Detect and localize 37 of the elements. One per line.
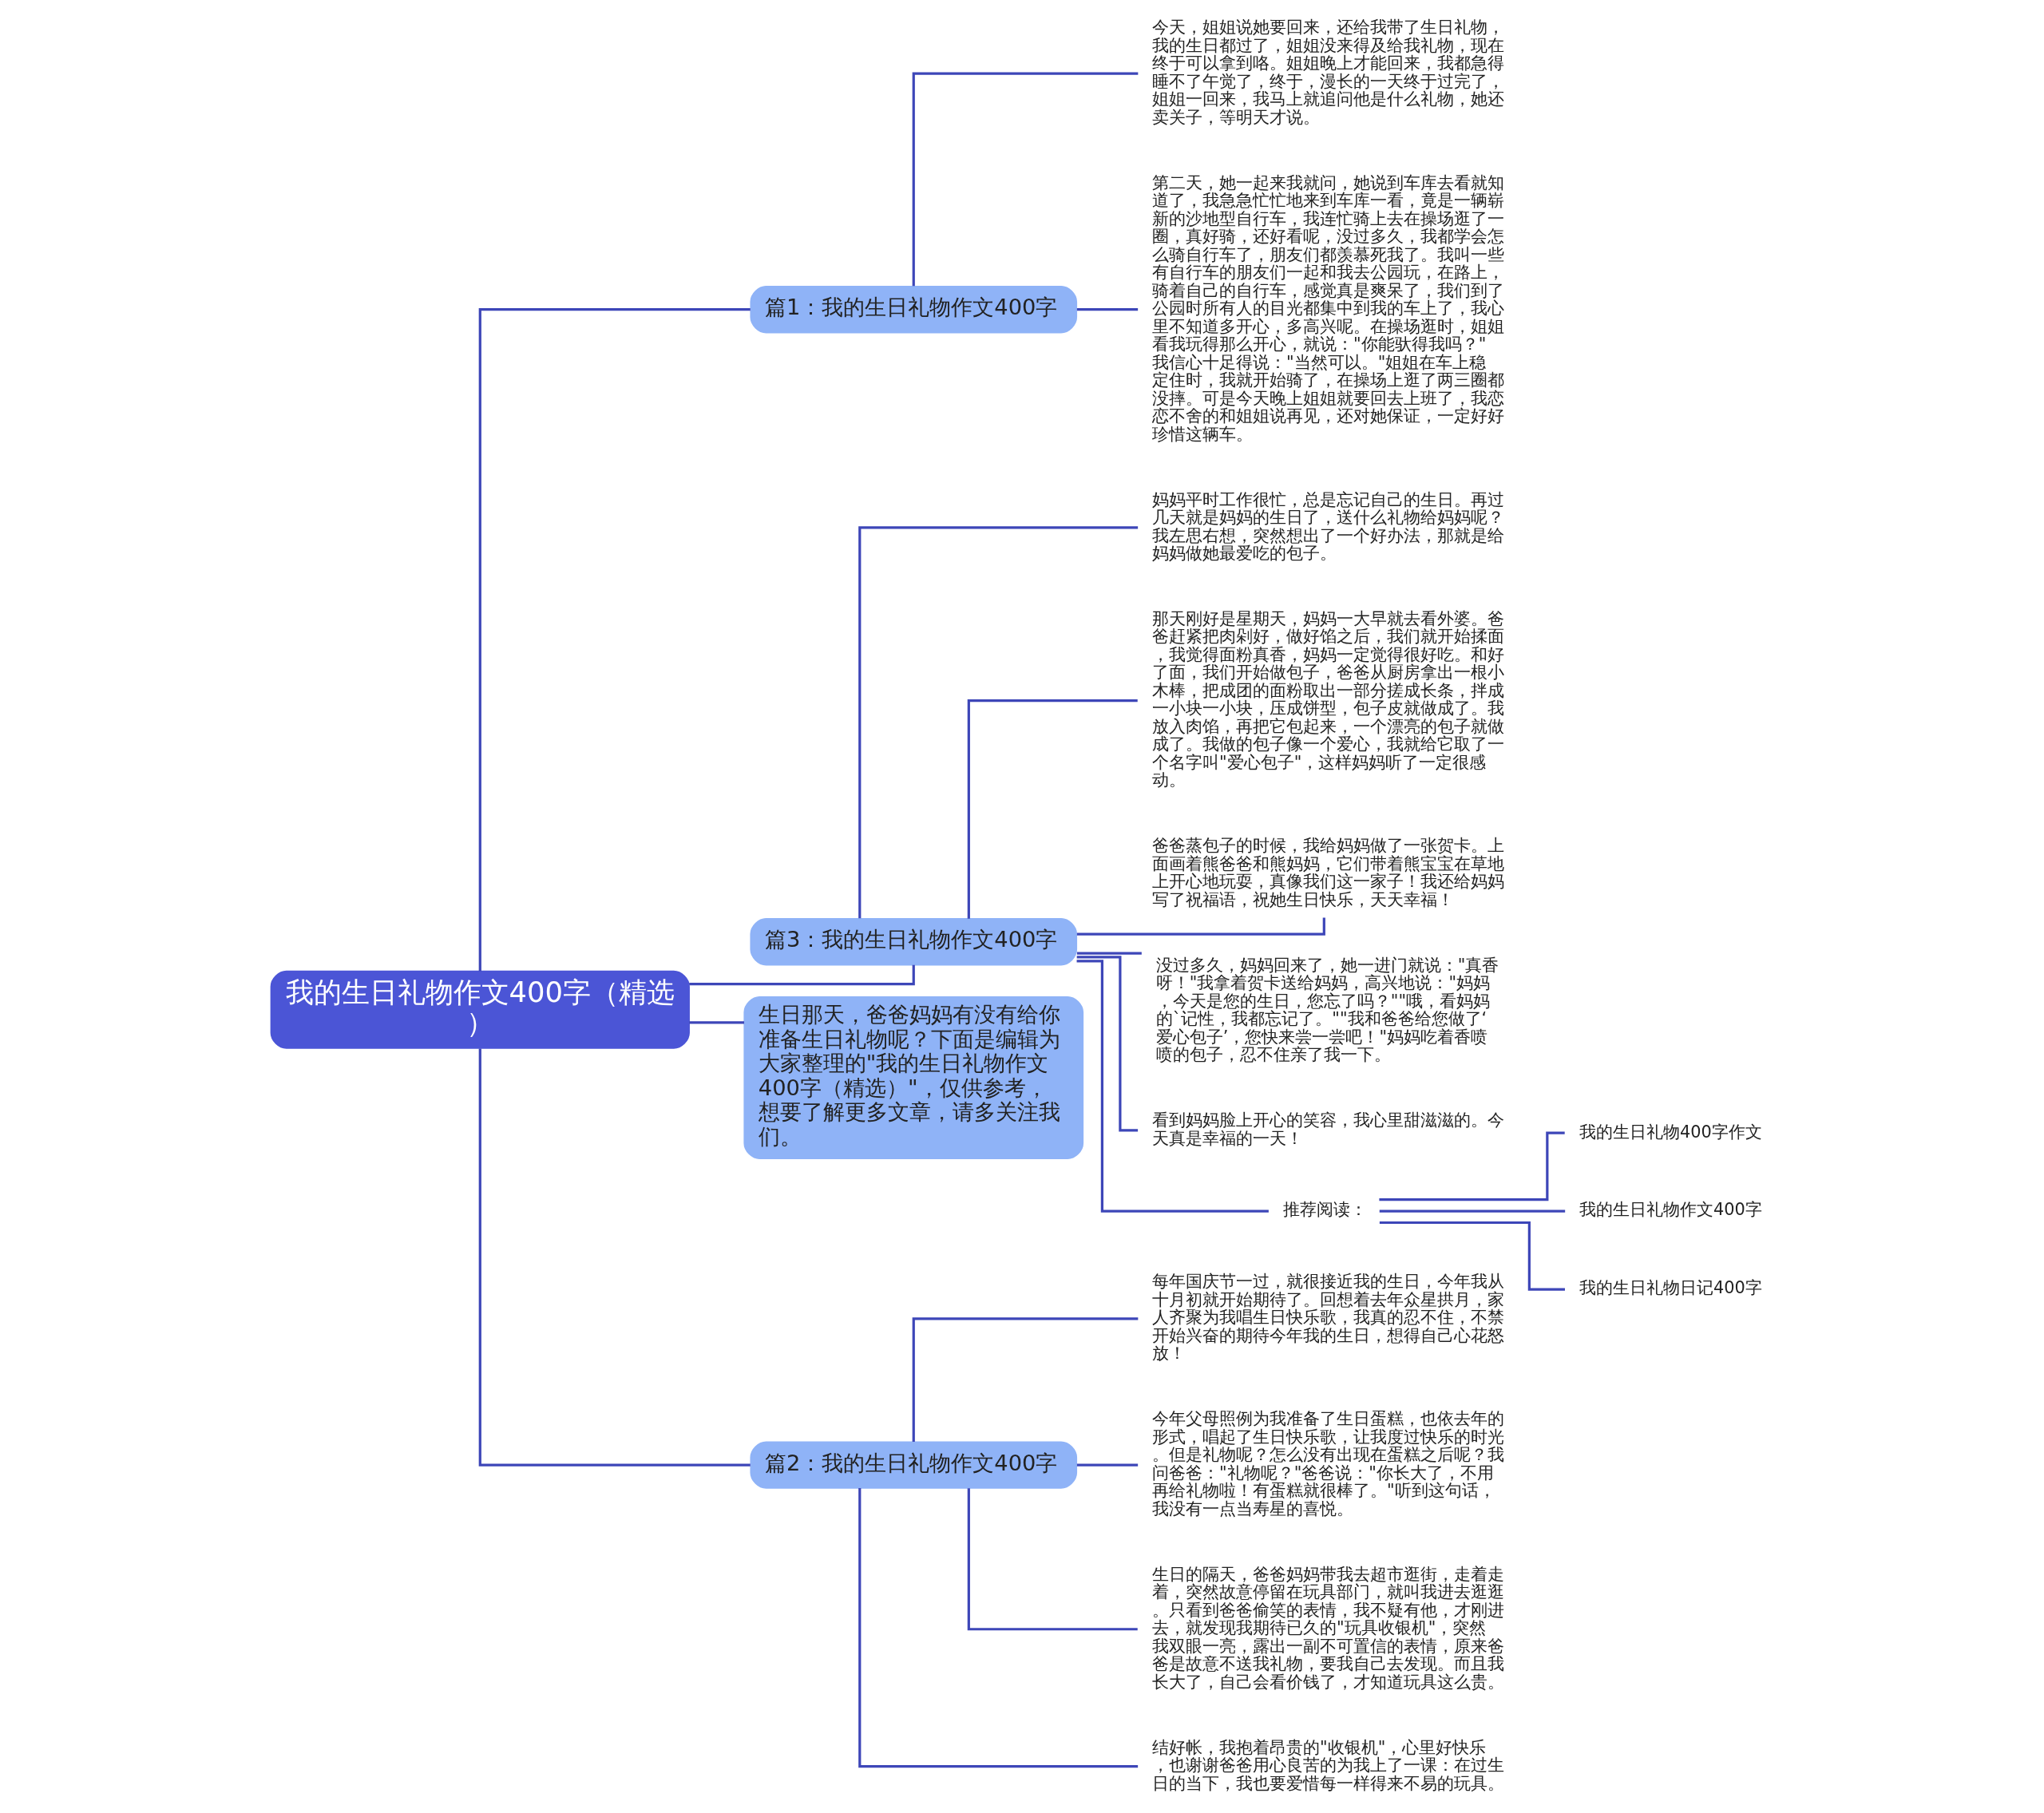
connector — [1379, 1209, 1566, 1213]
node-text: 结好帐，我抱着昂贵的"收银机"，心里好快乐，也谢谢爸爸用心良苦的为我上了一课：在过生日的当下，我也要爱惜每一样得来不易的玩具。 — [1152, 1737, 1505, 1793]
node-box: 我的生日礼物作文400字（精选） — [270, 970, 690, 1049]
node-box: 篇3：我的生日礼物作文400字 — [750, 917, 1078, 966]
connector — [1076, 960, 1269, 1213]
node-text: 那天刚好是星期天，妈妈一大早就去看外婆。爸爸赶紧把肉剁好，做好馅之后，我们就开始揉面，我觉得面粉真香，妈妈一定觉得很好吃。和好了面，我们开始做包子，爸爸从厨房拿出一根小木棒，把成团的面粉取出一部分搓成长条，拌成一小块一小块，压成饼型，包子皮就做成了。我放入肉馅，再把它包起来，一个漂亮的包子就做成了。我做的包子像一个爱心，我就给它取了一个名字叫"爱心包子"，这样妈妈听了一定很感动。 — [1152, 608, 1505, 790]
connector — [478, 1048, 751, 1467]
node-text: 没过多久，妈妈回来了，她一进门就说："真香呀！"我拿着贺卡送给妈妈，高兴地说："妈妈，今天是您的生日，您忘了吗？""哦，看妈妈的`记性，我都忘记了。""我和爸爸给您做了‘爱心包子’，您快来尝一尝吧！"妈妈吃着香喷喷的包子，忍不住亲了我一下。 — [1155, 955, 1499, 1065]
connector — [967, 1488, 1138, 1631]
connector — [858, 526, 1139, 919]
node-box: 篇2：我的生日礼物作文400字 — [750, 1441, 1078, 1489]
node-text: 每年国庆节一过，就很接近我的生日，今年我从十月初就开始期待了。回想着去年众星拱月，家人齐聚为我唱生日快乐歌，我真的忍不住，不禁开始兴奋的期待今年我的生日，想得自己心花怒放！ — [1152, 1272, 1505, 1364]
connector — [1379, 1221, 1565, 1291]
node-text: 今年父母照例为我准备了生日蛋糕，也依去年的形式，唱起了生日快乐歌，让我度过快乐的时光。但是礼物呢？怎么没有出现在蛋糕之后呢？我问爸爸："礼物呢？"爸爸说："你长大了，不用再给礼物啦！有蛋糕就很棒了。"听到这句话，我没有一点当寿星的喜悦。 — [1152, 1409, 1505, 1518]
node-text: 第二天，她一起来我就问，她说到车库去看就知道了，我急急忙忙地来到车库一看，竟是一辆崭新的沙地型自行车，我连忙骑上去在操场逛了一圈，真好骑，还好看呢，没过多久，我都学会怎么骑自行车了，朋友们都羡慕死我了。我叫一些有自行车的朋友们一起和我去公园玩，在路上，骑着自己的自行车，感觉真是爽呆了，我们到了公园时所有人的目光都集中到我的车上了，我心里不知道多开心，多高兴呢。在操场逛时，姐姐看我玩得那么开心，就说："你能驮得我吗？"我信心十足得说："当然可以。"姐姐在车上稳定住时，我就开始骑了，在操场上逛了两三圈都没摔。可是今天晚上姐姐就要回去上班了，我恋恋不舍的和姐姐说再见，还对她保证，一定好好珍惜这辆车。 — [1152, 172, 1505, 444]
connector — [1076, 308, 1139, 311]
connector — [967, 699, 1138, 919]
connector — [478, 308, 751, 972]
node-text: 妈妈平时工作很忙，总是忘记自己的生日。再过几天就是妈妈的生日了，送什么礼物给妈妈呢？我左思右想，突然想出了一个好办法，那就是给妈妈做她最爱吃的包子。 — [1152, 489, 1505, 563]
connector — [1076, 952, 1142, 955]
node-text: 我的生日礼物400字作文 — [1579, 1122, 1762, 1142]
node-text: 我的生日礼物日记400字 — [1579, 1278, 1762, 1298]
node-box: 生日那天，爸爸妈妈有没有给你准备生日礼物呢？下面是编辑为大家整理的"我的生日礼物作文400字（精选）"，仅供参考，想要了解更多文章，请多关注我们。 — [743, 996, 1084, 1159]
node-text: 今天，姐姐说她要回来，还给我带了生日礼物，我的生日都过了，姐姐没来得及给我礼物，现在终于可以拿到咯。姐姐晚上才能回来，我都急得睡不了午觉了，终于，漫长的一天终于过完了，姐姐一回来，我马上就追问他是什么礼物，她还卖关子，等明天才说。 — [1152, 18, 1505, 127]
connector — [689, 964, 915, 986]
node-text: 爸爸蒸包子的时候，我给妈妈做了一张贺卡。上面画着熊爸爸和熊妈妈，它们带着熊宝宝在草地上开心地玩耍，真像我们这一家子！我还给妈妈写了祝福语，祝她生日快乐，天天幸福！ — [1152, 836, 1505, 909]
node-box: 篇1：我的生日礼物作文400字 — [750, 285, 1078, 334]
node-text: 看到妈妈脸上开心的笑容，我心里甜滋滋的。今天真是幸福的一天！ — [1152, 1110, 1505, 1148]
connector — [858, 1488, 1139, 1768]
connector — [1076, 956, 1139, 1132]
node-text: 生日的隔天，爸爸妈妈带我去超市逛街，走着走着，突然故意停留在玩具部门，就叫我进去逛逛。只看到爸爸偷笑的表情，我不疑有他，才刚进去，就发现我期待已久的"玩具收银机"，突然我双眼一亮，露出一副不可置信的表情，原来爸爸是故意不送我礼物，要我自己去发现。而且我长大了，自己会看价钱了，才知道玩具这么贵。 — [1152, 1564, 1505, 1692]
node-text: 我的生日礼物作文400字 — [1579, 1200, 1762, 1220]
connector — [912, 1317, 1139, 1443]
connector — [912, 72, 1139, 287]
connector — [689, 1021, 744, 1024]
node-text: 推荐阅读： — [1282, 1200, 1367, 1220]
connector — [1076, 1463, 1139, 1467]
